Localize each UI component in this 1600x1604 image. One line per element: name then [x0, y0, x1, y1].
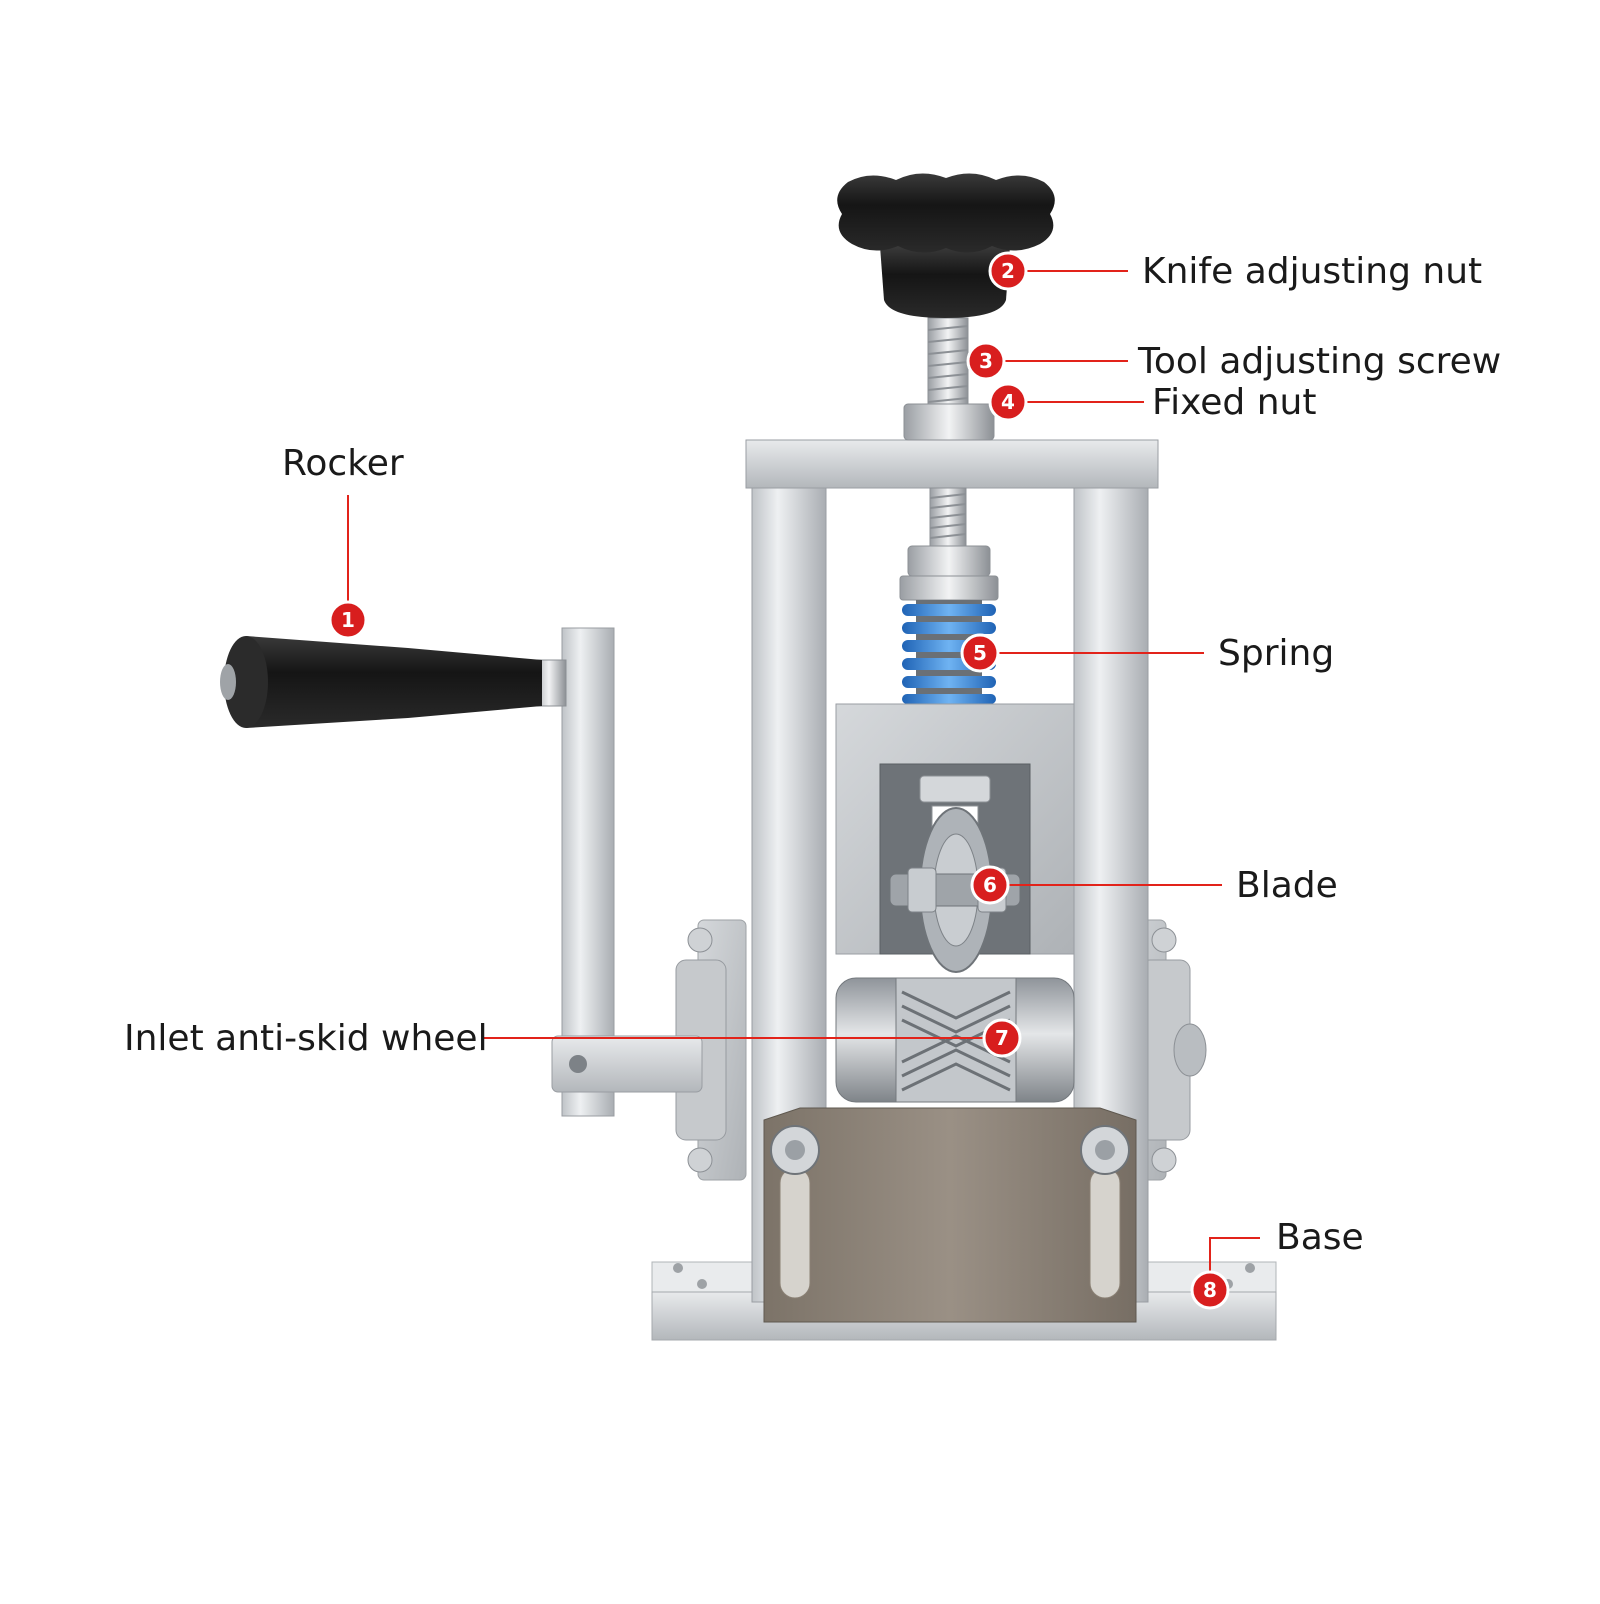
callout-leader-lines — [347, 270, 1260, 1280]
callout-badge-3: 3 — [966, 341, 1006, 381]
callout-label-fixed-nut: Fixed nut — [1152, 382, 1317, 423]
callout-badges: 1 2 3 4 5 6 7 — [328, 251, 1230, 1310]
callout-badge-5: 5 — [960, 633, 1000, 673]
callout-number-6: 6 — [983, 873, 997, 897]
inlet-roller — [835, 977, 1075, 1103]
callout-badge-1: 1 — [328, 600, 368, 640]
leader-line-8 — [1209, 1237, 1260, 1280]
callout-badge-7: 7 — [982, 1018, 1022, 1058]
callout-label-base: Base — [1276, 1217, 1364, 1258]
callout-number-5: 5 — [973, 641, 987, 665]
rocker-handle — [220, 636, 567, 728]
front-guard-plate — [763, 1107, 1137, 1323]
left-side-housing — [675, 919, 747, 1181]
callout-label-rocker: Rocker — [282, 443, 404, 484]
callout-badge-8: 8 — [1190, 1270, 1230, 1310]
lower-screw-threads — [929, 493, 967, 539]
callout-number-8: 8 — [1203, 1278, 1217, 1302]
callout-label-tool-adjusting-screw: Tool adjusting screw — [1138, 341, 1502, 382]
callout-number-2: 2 — [1001, 259, 1015, 283]
callout-number-3: 3 — [979, 349, 993, 373]
callout-label-spring: Spring — [1218, 633, 1335, 674]
top-crossbar — [745, 439, 1159, 489]
spring-upper-nut — [907, 545, 991, 577]
callout-number-7: 7 — [995, 1026, 1009, 1050]
callout-badge-2: 2 — [988, 251, 1028, 291]
top-screw-threads — [927, 325, 969, 403]
callout-badge-6: 6 — [970, 865, 1010, 905]
callout-label-inlet-anti-skid-wheel: Inlet anti-skid wheel — [124, 1018, 488, 1059]
callout-label-knife-adjusting-nut: Knife adjusting nut — [1142, 251, 1483, 292]
spring-lower-nut — [899, 575, 999, 601]
knife-adjusting-knob — [837, 173, 1055, 318]
crank-arm — [551, 627, 703, 1117]
fixed-nut — [903, 403, 995, 441]
callout-label-blade: Blade — [1236, 865, 1338, 906]
callout-badge-4: 4 — [988, 382, 1028, 422]
callout-number-1: 1 — [341, 608, 355, 632]
callout-number-4: 4 — [1001, 390, 1015, 414]
